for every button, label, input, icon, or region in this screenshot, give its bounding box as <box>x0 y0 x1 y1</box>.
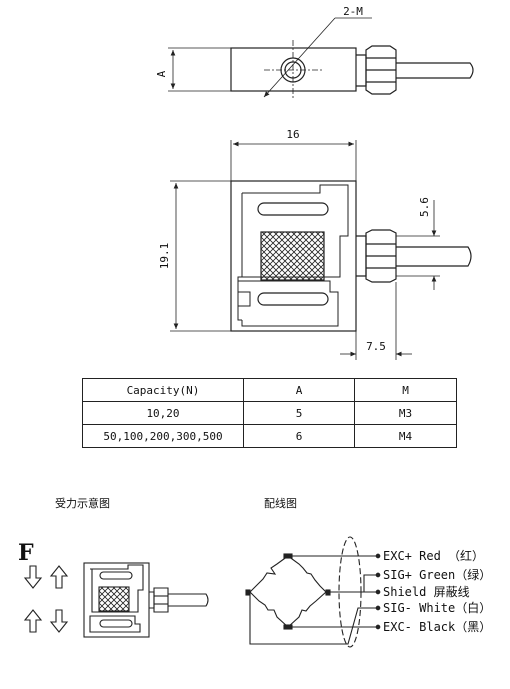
top-view-body <box>230 47 357 92</box>
table-cell: 10,20 <box>82 401 244 425</box>
table-row: 50,100,200,300,500 6 M4 <box>82 424 457 448</box>
lower-slot <box>257 292 329 306</box>
thread-label: 2-M <box>343 5 363 18</box>
arrow-up-icon <box>49 565 69 589</box>
table-header: M <box>354 378 457 402</box>
wire-label: Shield 屏蔽线 <box>383 585 470 599</box>
top-height-label: A <box>155 70 168 77</box>
table-row: 10,20 5 M3 <box>82 401 457 425</box>
wheatstone-bridge <box>245 536 381 648</box>
front-view-body <box>230 180 357 332</box>
wire-labels: EXC+ Red （红） SIG+ Green（绿） Shield 屏蔽线 SI… <box>383 548 491 634</box>
mini-sensor-body <box>83 562 150 638</box>
wire-label: SIG- White（白） <box>383 600 491 615</box>
force-diagram-title: 受力示意图 <box>55 496 110 510</box>
force-sensor-sketch <box>83 562 209 638</box>
height-label: 19.1 <box>158 243 171 270</box>
table-cell: M4 <box>354 424 457 448</box>
table-cell: 5 <box>243 401 355 425</box>
wire-label: SIG+ Green（绿） <box>383 567 491 582</box>
arrow-up-icon <box>23 609 43 633</box>
table-header: Capacity(N) <box>82 378 244 402</box>
table-cell: 50,100,200,300,500 <box>82 424 244 448</box>
arrow-down-icon <box>49 609 69 633</box>
cable-depth-label: 7.5 <box>366 340 386 353</box>
strain-gauge-area <box>260 231 325 281</box>
force-label: F <box>18 540 34 566</box>
front-view <box>170 140 472 360</box>
upper-slot <box>257 202 329 216</box>
spec-table: Capacity(N) A M 10,20 5 M3 50,100,200,30… <box>82 378 457 448</box>
cable-offset-label: 5.6 <box>418 197 431 217</box>
top-view <box>168 17 474 100</box>
mini-strain-area <box>98 586 130 612</box>
table-cell: M3 <box>354 401 457 425</box>
wiring-diagram-title: 配线图 <box>264 496 297 510</box>
force-arrows <box>23 565 69 633</box>
arrow-down-icon <box>23 565 43 589</box>
width-label: 16 <box>286 128 299 141</box>
table-header-row: Capacity(N) A M <box>82 378 457 402</box>
wire-label: EXC+ Red （红） <box>383 548 484 563</box>
table-header: A <box>243 378 355 402</box>
wire-label: EXC- Black（黑） <box>383 620 491 634</box>
table-cell: 6 <box>243 424 355 448</box>
